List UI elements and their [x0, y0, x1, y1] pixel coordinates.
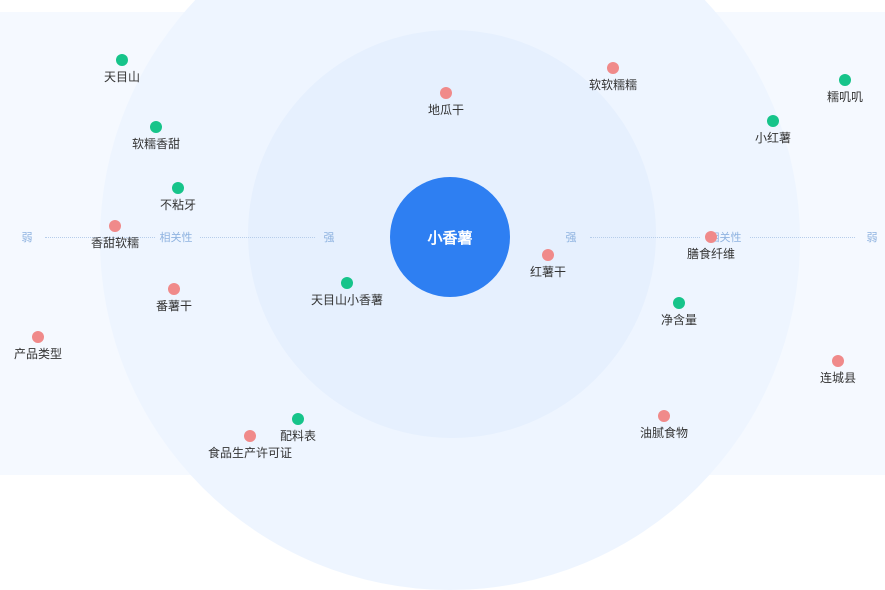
- keyword-node-label: 食品生产许可证: [207, 446, 293, 460]
- keyword-node-label: 不粘牙: [159, 198, 197, 212]
- axis-relevance-right: 相关性: [708, 231, 742, 244]
- relevance-diagram: 弱 相关性 强 强 相关性 弱 小香薯 天目山软糯香甜不粘牙香甜软糯番薯干产品类…: [13, 0, 878, 590]
- axis-line-left-outer: [45, 237, 155, 238]
- keyword-node-label: 小红薯: [754, 131, 792, 145]
- keyword-node-dot[interactable]: [839, 74, 851, 86]
- keyword-node-label: 糯叽叽: [826, 90, 864, 104]
- keyword-node-dot[interactable]: [150, 121, 162, 133]
- axis-line-right-outer: [750, 237, 855, 238]
- keyword-node-dot[interactable]: [244, 430, 256, 442]
- keyword-node-dot[interactable]: [341, 277, 353, 289]
- axis-line-left-inner: [200, 237, 315, 238]
- keyword-node-label: 香甜软糯: [90, 236, 140, 250]
- keyword-node-dot[interactable]: [116, 54, 128, 66]
- keyword-node-dot[interactable]: [542, 249, 554, 261]
- keyword-node-label: 配料表: [279, 429, 317, 443]
- keyword-node-dot[interactable]: [168, 283, 180, 295]
- keyword-node-label: 地瓜干: [427, 103, 465, 117]
- keyword-node-dot[interactable]: [32, 331, 44, 343]
- axis-line-right-inner: [590, 237, 700, 238]
- keyword-node-label: 番薯干: [155, 299, 193, 313]
- keyword-node-label: 净含量: [660, 313, 698, 327]
- keyword-node-label: 软软糯糯: [588, 78, 638, 92]
- keyword-node-dot[interactable]: [832, 355, 844, 367]
- keyword-node-label: 天目山: [103, 70, 141, 84]
- keyword-node-label: 油腻食物: [639, 426, 689, 440]
- axis-relevance-left: 相关性: [159, 231, 193, 244]
- axis-weak-left: 弱: [21, 231, 33, 244]
- keyword-node-label: 天目山小香薯: [310, 293, 384, 307]
- keyword-node-dot[interactable]: [767, 115, 779, 127]
- keyword-node-dot[interactable]: [607, 62, 619, 74]
- keyword-node-dot[interactable]: [292, 413, 304, 425]
- keyword-node-label: 红薯干: [529, 265, 567, 279]
- keyword-node-label: 膳食纤维: [686, 247, 736, 261]
- keyword-node-dot[interactable]: [705, 231, 717, 243]
- keyword-node-dot[interactable]: [172, 182, 184, 194]
- keyword-node-label: 连城县: [819, 371, 857, 385]
- axis-strong-left: 强: [323, 231, 335, 244]
- keyword-node-dot[interactable]: [658, 410, 670, 422]
- keyword-node-dot[interactable]: [440, 87, 452, 99]
- axis-strong-right: 强: [565, 231, 577, 244]
- keyword-node-dot[interactable]: [109, 220, 121, 232]
- keyword-node-label: 产品类型: [13, 347, 63, 361]
- keyword-node-dot[interactable]: [673, 297, 685, 309]
- axis-weak-right: 弱: [866, 231, 878, 244]
- center-node[interactable]: 小香薯: [390, 177, 510, 297]
- center-node-label: 小香薯: [427, 228, 473, 247]
- keyword-node-label: 软糯香甜: [131, 137, 181, 151]
